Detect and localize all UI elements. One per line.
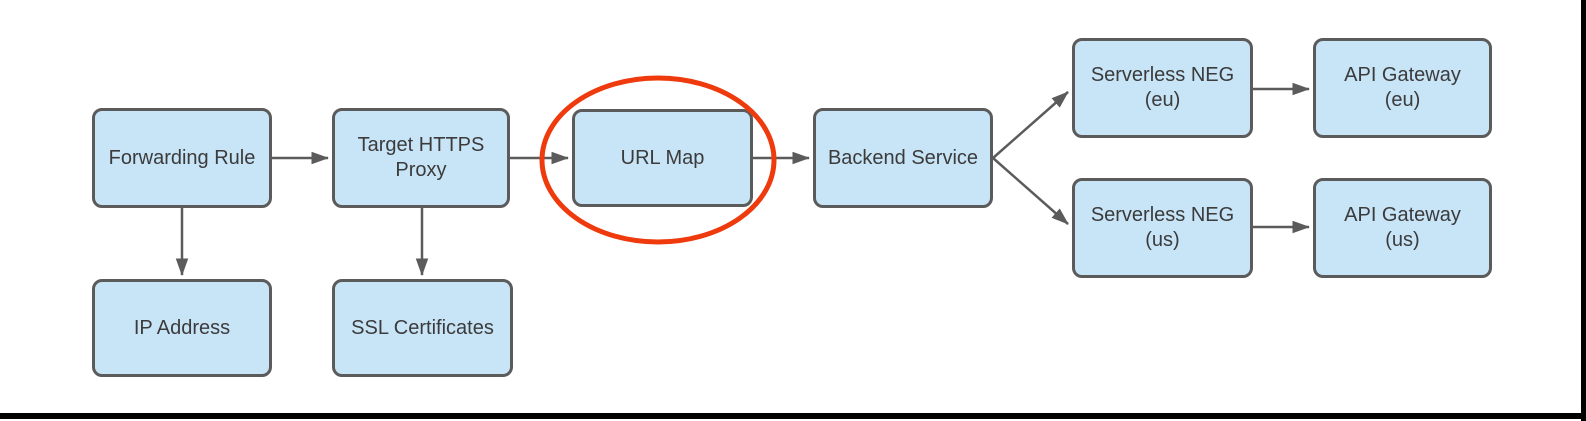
node-api-gateway-eu: API Gateway (eu) [1313,38,1492,138]
node-api-gateway-us: API Gateway (us) [1313,178,1492,278]
node-forwarding-rule: Forwarding Rule [92,108,272,208]
node-label: SSL Certificates [351,316,494,339]
node-label: IP Address [133,316,231,339]
node-ip-address: IP Address [92,279,272,377]
node-label: Serverless NEG (us) [1090,204,1235,251]
window-frame-bottom-border [0,413,1586,419]
window-frame-right-border [1581,0,1586,421]
node-label: API Gateway (us) [1344,204,1461,251]
node-serverless-neg-us: Serverless NEG (us) [1072,178,1253,278]
node-label: Target HTTPS Proxy [357,134,485,181]
arrow-backend-service-to-serverless-neg-eu [992,91,1069,159]
node-target-https-proxy: Target HTTPS Proxy [332,108,510,208]
arrow-backend-service-to-serverless-neg-us [992,157,1069,225]
node-ssl-certificates: SSL Certificates [332,279,513,377]
node-url-map: URL Map [572,109,753,207]
node-label: API Gateway (eu) [1344,64,1461,111]
node-label: Serverless NEG (eu) [1090,64,1235,111]
node-serverless-neg-eu: Serverless NEG (eu) [1072,38,1253,138]
node-label: Backend Service [827,146,979,169]
node-backend-service: Backend Service [813,108,993,208]
node-label: Forwarding Rule [108,146,256,169]
node-label: URL Map [620,146,705,169]
